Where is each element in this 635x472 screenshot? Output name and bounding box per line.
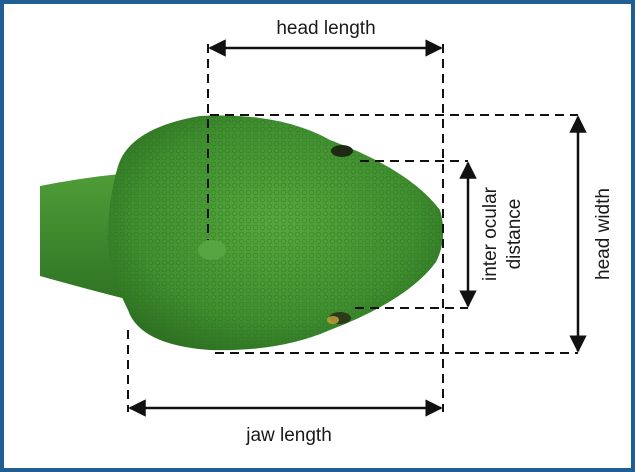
lizard-head-photo	[40, 116, 443, 351]
jaw-length-label: jaw length	[245, 425, 332, 446]
head-length-label: head length	[276, 18, 375, 39]
parietal-scale	[198, 240, 226, 260]
eye-upper	[331, 145, 353, 157]
head-width-label: head width	[593, 188, 614, 280]
inter-ocular-label-line2: distance	[504, 199, 525, 270]
inter-ocular-label-line1: inter ocular	[480, 186, 501, 281]
